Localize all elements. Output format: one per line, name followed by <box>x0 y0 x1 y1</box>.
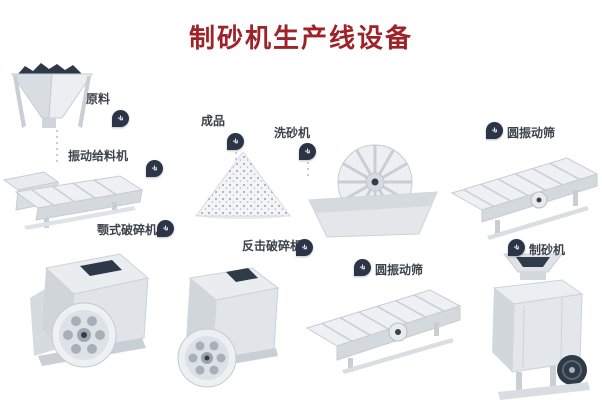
label-raw-material: 原料 <box>86 92 111 106</box>
vibrating-feeder-badge: » <box>146 160 163 177</box>
double-chevron-icon: » <box>159 221 173 235</box>
label-impact-crusher: 反击破碎机 <box>242 239 303 253</box>
double-chevron-icon: » <box>148 161 162 175</box>
label-sand-making-machine: 制砂机 <box>529 243 566 257</box>
impact-crusher-badge: » <box>296 239 313 256</box>
circular-vibrating-screen-lower-illustration <box>305 289 462 374</box>
sand-making-machine-badge: » <box>508 239 525 256</box>
raw-material-badge: » <box>112 110 129 127</box>
double-chevron-icon: » <box>510 240 524 254</box>
jaw-crusher-illustration <box>30 253 150 368</box>
circular-vibrating-screen-upper-illustration <box>450 157 599 240</box>
impact-crusher-illustration <box>177 267 280 388</box>
double-chevron-icon: » <box>229 134 243 148</box>
circular-vibrating-screen-upper-badge: » <box>486 122 503 139</box>
jaw-crusher-badge: » <box>157 220 174 237</box>
label-finished-product: 成品 <box>201 114 226 128</box>
raw-material-hopper-illustration <box>11 63 93 128</box>
label-circular-vibrating-screen-lower: 圆振动筛 <box>375 263 424 277</box>
circular-vibrating-screen-lower-badge: » <box>354 259 371 276</box>
double-chevron-icon: » <box>356 260 370 274</box>
double-chevron-icon: » <box>298 240 312 254</box>
double-chevron-icon: » <box>301 144 315 158</box>
page-title: 制砂机生产线设备 <box>188 24 413 54</box>
label-vibrating-feeder: 振动给料机 <box>68 149 129 163</box>
label-sand-washer: 洗砂机 <box>274 126 311 140</box>
finished-product-pile-illustration <box>195 151 291 219</box>
double-chevron-icon: » <box>114 111 128 125</box>
finished-product-badge: » <box>227 133 244 150</box>
sand-washer-badge: » <box>299 143 316 160</box>
label-jaw-crusher: 颚式破碎机 <box>97 223 158 237</box>
sand-washer-illustration <box>308 144 438 238</box>
sand-making-machine-illustration <box>492 253 590 400</box>
label-circular-vibrating-screen-upper: 圆振动筛 <box>507 126 556 140</box>
double-chevron-icon: » <box>488 123 502 137</box>
vibrating-feeder-illustration <box>2 171 144 230</box>
